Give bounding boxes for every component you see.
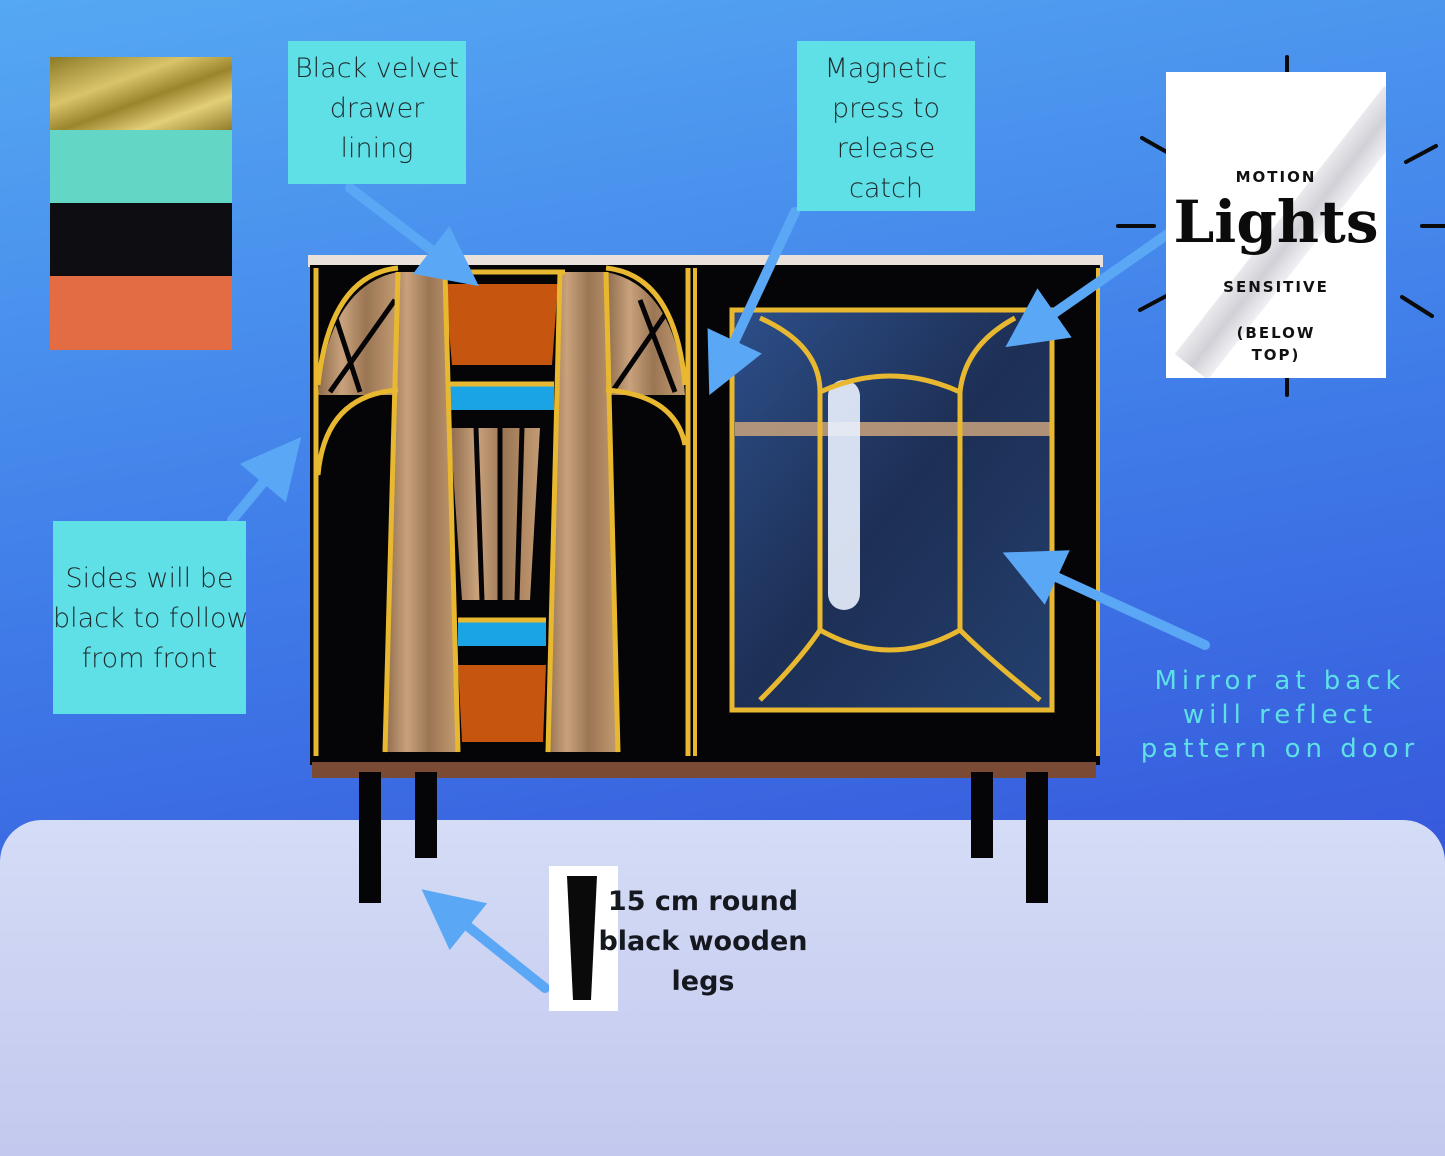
- right-door: [693, 268, 1100, 756]
- mirror-line-1: Mirror at back: [1154, 666, 1406, 696]
- legs-line-2: black wooden: [598, 926, 808, 957]
- arrow-catch: [707, 207, 800, 396]
- lights-title: Lights: [1173, 188, 1379, 256]
- sides-note: Sides will be black to follow from front: [53, 521, 249, 714]
- gold-swatch: [50, 57, 232, 131]
- lights-motion-label: MOTION: [1235, 168, 1317, 186]
- cabinet-top: [308, 255, 1103, 267]
- sides-line-3: from front: [81, 643, 218, 674]
- lights-below-text: (BELOW: [1236, 324, 1316, 342]
- arrow-mirror: [1002, 550, 1210, 650]
- legs-line-3: legs: [671, 966, 735, 997]
- leg-photo: [549, 866, 618, 1011]
- catch-line-1: Magnetic: [824, 53, 948, 84]
- legs-line-1: 15 cm round: [607, 886, 799, 917]
- leg-back-right: [971, 772, 993, 858]
- arrow-drawer-lining: [345, 183, 479, 287]
- turquoise-swatch: [50, 130, 232, 204]
- drawer-lining-line-3: lining: [340, 133, 414, 164]
- legs-note: 15 cm round black wooden legs: [598, 882, 808, 1002]
- mirror-line-2: will reflect: [1182, 700, 1378, 730]
- catch-line-4: catch: [849, 173, 923, 204]
- drawer-lining-line-2: drawer: [329, 93, 425, 124]
- left-door: [313, 265, 691, 756]
- arrow-sides: [227, 436, 302, 525]
- arrow-legs: [421, 889, 550, 993]
- lights-below-top-label: (BELOW TOP): [1166, 322, 1386, 366]
- leg-front-left: [359, 772, 381, 903]
- floor-panel: [0, 820, 1445, 1156]
- lights-sensitive-label: SENSITIVE: [1223, 278, 1329, 296]
- catch-line-3: release: [836, 133, 936, 164]
- catch-note: Magnetic press to release catch: [797, 41, 975, 211]
- catch-line-2: press to: [831, 93, 941, 124]
- drawer-lining-note: Black velvet drawer lining: [288, 41, 466, 184]
- motion-lights-card: MOTION Lights SENSITIVE (BELOW TOP): [1166, 72, 1386, 378]
- drawer-lining-line-1: Black velvet: [294, 53, 460, 84]
- annotation-arrows: [227, 183, 1210, 993]
- cabinet-base: [312, 762, 1096, 778]
- mirror-note: Mirror at back will reflect pattern on d…: [1130, 664, 1430, 766]
- arrow-lights: [1005, 217, 1190, 348]
- orange-swatch: [50, 276, 232, 350]
- leg-back-left: [415, 772, 437, 858]
- sides-line-1: Sides will be: [65, 563, 234, 594]
- lights-top-text: TOP): [1251, 346, 1301, 364]
- leg-front-right: [1026, 772, 1048, 903]
- sides-line-2: black to follow: [53, 603, 249, 634]
- mirror-line-3: pattern on door: [1140, 734, 1420, 764]
- black-swatch: [50, 203, 232, 277]
